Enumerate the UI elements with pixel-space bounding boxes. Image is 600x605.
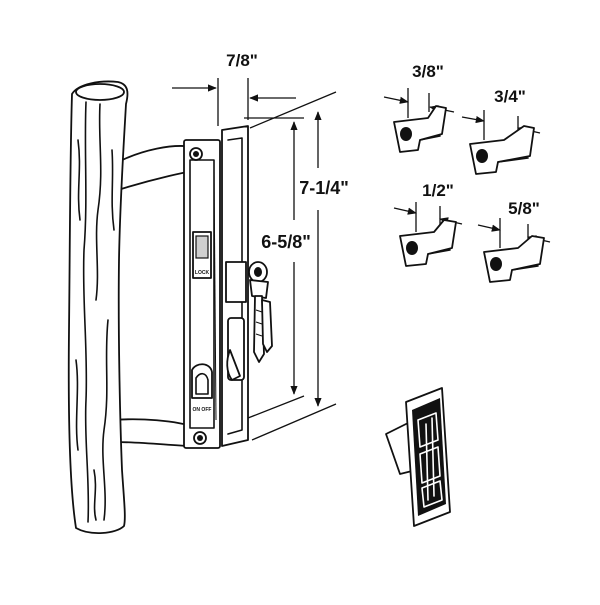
wood-grain-line — [75, 359, 79, 451]
lock-slider — [195, 235, 209, 259]
thumb-latch — [191, 363, 213, 399]
key-bow — [249, 279, 269, 299]
cylinder-housing — [225, 261, 247, 303]
top-mounting-screw — [189, 147, 203, 161]
keeper-label: 1/2" — [422, 181, 454, 200]
wood-grain-line — [77, 139, 81, 221]
on-off-marking: ON OFF — [193, 407, 212, 413]
keeper-screw-hole — [476, 149, 488, 163]
wood-grain-line — [102, 319, 109, 521]
lock-face-plate: LOCK ON OFF — [183, 139, 221, 449]
strike-shim — [385, 387, 451, 527]
wood-grain-line — [93, 469, 97, 521]
keeper-1-2: 1/2" — [393, 181, 463, 267]
dimension-width: 7/8" — [172, 51, 296, 126]
hole-spacing-label: 6-5/8" — [261, 232, 311, 252]
keeper-screw-hole — [400, 127, 412, 141]
bottom-mounting-screw — [193, 431, 207, 445]
width-dimension-label: 7/8" — [226, 51, 258, 70]
keeper-screw-hole — [490, 257, 502, 271]
keeper-label: 3/8" — [412, 62, 444, 81]
dimension-overall-height: 7-1/4" — [249, 91, 349, 441]
wood-grain-line — [95, 103, 102, 301]
lock-marking: LOCK — [195, 270, 210, 276]
lock-mortise-body — [221, 125, 249, 447]
keeper-label: 3/4" — [494, 87, 526, 106]
handle-top-end — [75, 83, 125, 101]
overall-height-label: 7-1/4" — [299, 178, 349, 198]
keeper-screw-hole — [406, 241, 418, 255]
wooden-pull-handle — [67, 80, 215, 534]
keeper-label: 5/8" — [508, 199, 540, 218]
wood-grain-line — [82, 101, 90, 523]
keeper-3-8: 3/8" — [383, 62, 455, 153]
keeper-3-4: 3/4" — [461, 87, 541, 175]
handle-grip — [67, 80, 129, 534]
keeper-5-8: 5/8" — [477, 199, 551, 283]
wood-grain-line — [111, 149, 115, 231]
key-cylinder — [248, 261, 273, 363]
key-blade — [261, 299, 273, 353]
